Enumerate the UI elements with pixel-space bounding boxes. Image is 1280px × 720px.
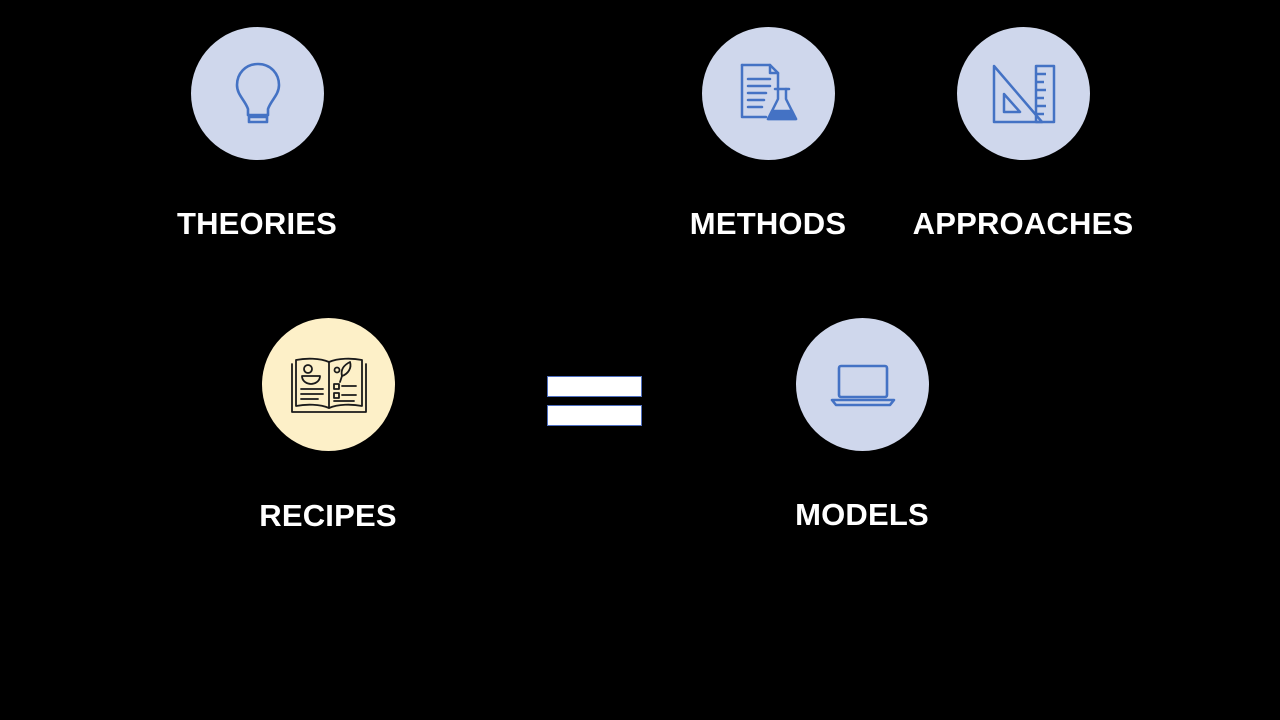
- equals-bar-top: [547, 376, 642, 397]
- equals-bar-bottom: [547, 405, 642, 426]
- theories-label: THEORIES: [176, 206, 338, 241]
- set-square-ruler-icon: [992, 64, 1055, 123]
- laptop-icon: [830, 364, 895, 406]
- recipes-circle: [262, 318, 395, 451]
- theories-circle: [191, 27, 324, 160]
- lightbulb-icon: [235, 62, 280, 123]
- approaches-circle: [957, 27, 1090, 160]
- recipe-book-icon: [290, 357, 367, 413]
- models-label: MODELS: [795, 497, 929, 532]
- lab-report-icon: [740, 63, 797, 120]
- methods-label: METHODS: [689, 206, 847, 241]
- methods-circle: [702, 27, 835, 160]
- approaches-label: APPROACHES: [912, 206, 1134, 241]
- recipes-label: RECIPES: [259, 498, 397, 533]
- models-circle: [796, 318, 929, 451]
